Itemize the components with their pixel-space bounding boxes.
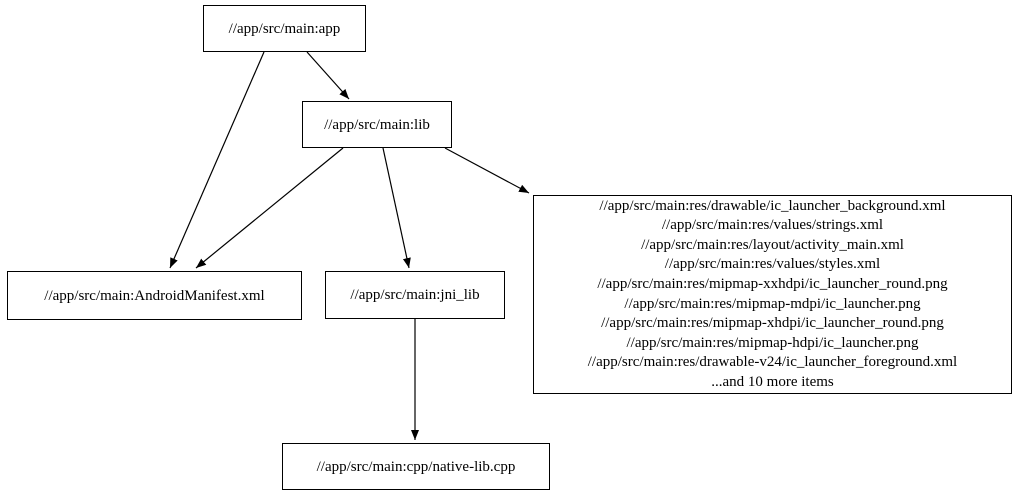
node-app-label: //app/src/main:app xyxy=(228,20,341,37)
res-group-line: //app/src/main:res/mipmap-xhdpi/ic_launc… xyxy=(601,315,944,332)
node-android-manifest-label: //app/src/main:AndroidManifest.xml xyxy=(44,287,265,304)
node-res-group: //app/src/main:res/drawable/ic_launcher_… xyxy=(533,195,1012,394)
edge-app-to-manifest xyxy=(169,51,265,269)
res-group-line: //app/src/main:res/mipmap-xxhdpi/ic_laun… xyxy=(597,275,948,292)
edge-lib-to-res-group xyxy=(444,147,530,194)
node-lib-label: //app/src/main:lib xyxy=(324,116,430,133)
res-group-line: //app/src/main:res/mipmap-hdpi/ic_launch… xyxy=(626,334,919,351)
res-group-line: //app/src/main:res/drawable-v24/ic_launc… xyxy=(587,354,958,371)
edge-app-to-lib xyxy=(306,51,350,100)
res-group-line: //app/src/main:res/values/styles.xml xyxy=(664,256,881,273)
edge-lib-to-jni-lib xyxy=(382,147,411,269)
node-jni-lib: //app/src/main:jni_lib xyxy=(325,271,505,319)
res-group-line: //app/src/main:res/drawable/ic_launcher_… xyxy=(599,197,946,214)
node-native-lib-label: //app/src/main:cpp/native-lib.cpp xyxy=(316,458,516,475)
res-group-line: //app/src/main:res/values/strings.xml xyxy=(661,217,884,234)
res-group-line: //app/src/main:res/layout/activity_main.… xyxy=(641,236,904,253)
node-app: //app/src/main:app xyxy=(203,5,366,52)
node-lib: //app/src/main:lib xyxy=(302,101,452,148)
node-android-manifest: //app/src/main:AndroidManifest.xml xyxy=(7,271,302,320)
res-group-line: //app/src/main:res/mipmap-mdpi/ic_launch… xyxy=(624,295,921,312)
node-jni-lib-label: //app/src/main:jni_lib xyxy=(350,287,480,303)
node-native-lib: //app/src/main:cpp/native-lib.cpp xyxy=(282,443,550,490)
res-group-more-items: ...and 10 more items xyxy=(711,373,834,390)
edge-lib-to-manifest xyxy=(195,147,344,269)
